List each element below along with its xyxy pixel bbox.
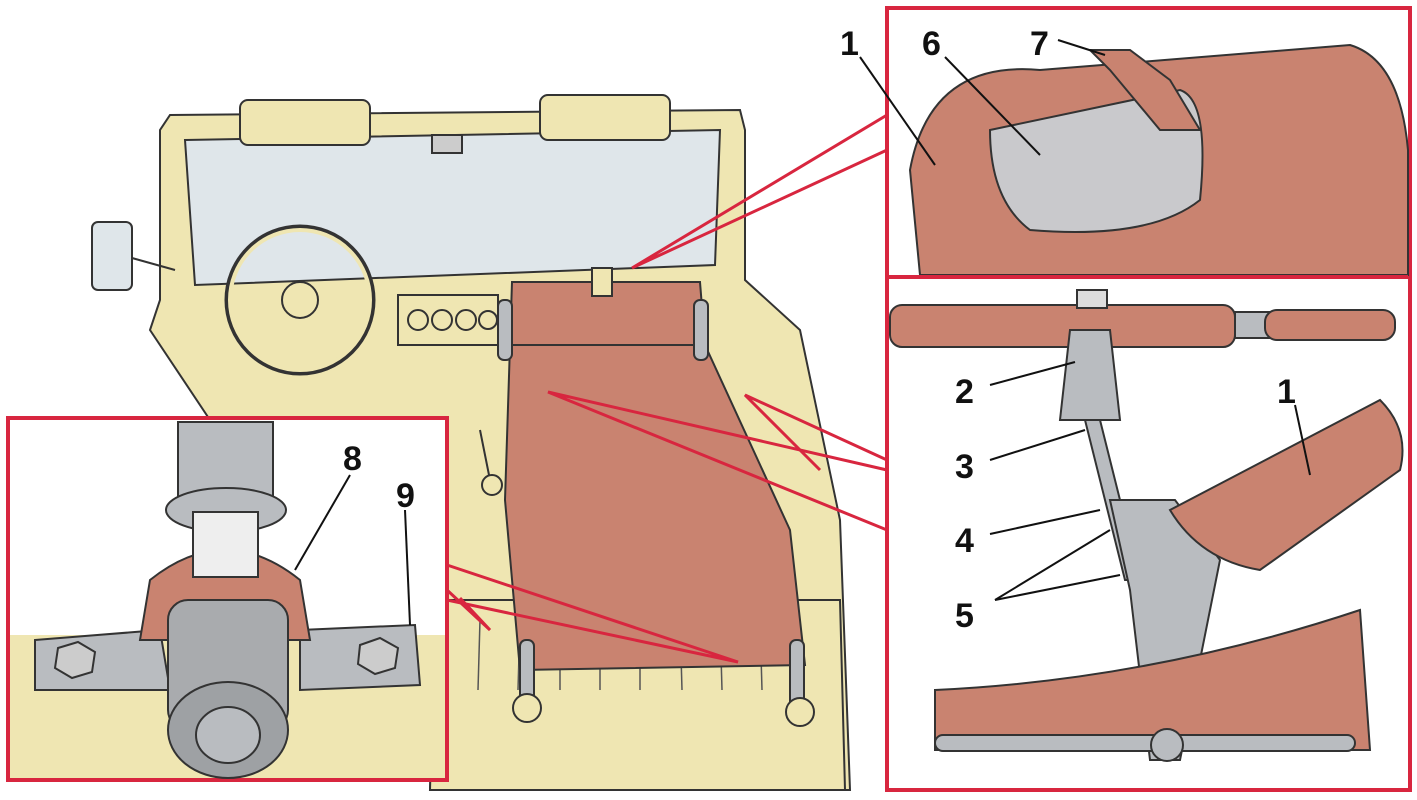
vehicle-overview (91, 94, 852, 791)
detail-inset-left: 8 9 (6, 416, 449, 782)
callout-5: 5 (955, 597, 974, 635)
bracket-6 (988, 88, 1204, 233)
detail-inset-right: 1 6 7 2 3 4 5 1 (840, 6, 1412, 792)
callout-1-right: 1 (1277, 373, 1296, 411)
callout-2: 2 (955, 373, 974, 411)
callout-7: 7 (1030, 25, 1049, 63)
callout-leaders (445, 113, 888, 664)
callout-1-top: 1 (840, 25, 859, 63)
callout-8: 8 (343, 440, 362, 478)
side-mirror (91, 221, 133, 291)
seat-tube (889, 304, 1236, 348)
callout-3: 3 (955, 448, 974, 486)
callout-4: 4 (955, 522, 974, 560)
callout-9: 9 (396, 477, 415, 515)
callout-6: 6 (922, 25, 941, 63)
